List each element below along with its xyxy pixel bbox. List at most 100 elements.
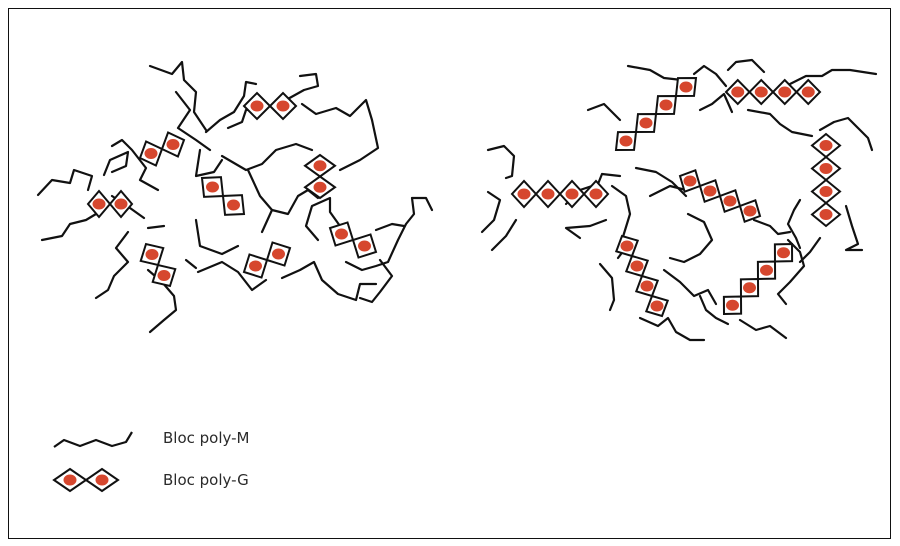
calcium-dot xyxy=(679,81,693,93)
poly-m-chain xyxy=(374,222,406,232)
poly-m-chain xyxy=(776,238,806,306)
calcium-dot xyxy=(639,117,653,129)
calcium-dot xyxy=(589,188,603,200)
poly-m-chain xyxy=(844,204,864,252)
calcium-dot xyxy=(249,260,262,272)
poly-m-chain xyxy=(300,98,380,172)
poly-g-block xyxy=(139,242,177,288)
poly-m-chain xyxy=(638,316,706,342)
calcium-dot xyxy=(640,280,654,292)
calcium-dot xyxy=(144,148,158,159)
calcium-dot xyxy=(801,86,815,98)
poly-g-block xyxy=(303,153,337,200)
calcium-dot xyxy=(743,282,756,294)
poly-m-chain xyxy=(598,262,616,312)
poly-m-chain xyxy=(358,258,394,304)
poly-m-chain xyxy=(480,190,502,234)
calcium-dot xyxy=(63,474,77,486)
poly-g-blocks xyxy=(86,76,842,318)
calcium-dot xyxy=(619,135,633,147)
poly-g-block xyxy=(810,132,842,228)
poly-g-block xyxy=(200,176,246,216)
poly-m-chain xyxy=(220,142,314,172)
calcium-dot xyxy=(272,248,285,260)
calcium-dot xyxy=(650,300,664,312)
calcium-dot xyxy=(565,188,579,200)
poly-m-chain xyxy=(174,90,212,152)
poly-m-chain xyxy=(648,184,688,198)
calcium-dot xyxy=(819,163,833,174)
poly-m-chain xyxy=(94,230,130,300)
calcium-dot xyxy=(358,240,371,252)
calcium-dot xyxy=(726,299,739,311)
poly-m-chain xyxy=(610,184,632,242)
poly-m-chain xyxy=(746,108,814,138)
calcium-dot xyxy=(777,247,790,259)
calcium-dot xyxy=(819,209,833,220)
poly-m-chain xyxy=(110,138,160,192)
poly-g-block xyxy=(724,78,822,106)
calcium-dot xyxy=(517,188,531,200)
poly-m-chain xyxy=(194,148,224,178)
poly-m-chain xyxy=(752,218,792,236)
poly-m-chain xyxy=(798,236,822,264)
calcium-dot xyxy=(731,86,745,98)
poly-m-chain xyxy=(490,218,518,252)
calcium-dot xyxy=(778,86,792,98)
calcium-dot xyxy=(541,188,555,200)
calcium-dot xyxy=(313,160,327,172)
poly-m-chain xyxy=(586,102,622,122)
poly-g-block xyxy=(614,76,698,152)
poly-g-block xyxy=(510,179,610,209)
calcium-dot xyxy=(819,140,833,151)
legend-m-chain-icon xyxy=(53,431,133,448)
calcium-dot xyxy=(250,100,264,112)
legend-g-label: Bloc poly-G xyxy=(163,471,249,489)
poly-g-block xyxy=(242,241,292,279)
calcium-dot xyxy=(95,474,109,486)
poly-m-chain xyxy=(564,218,608,240)
poly-g-block xyxy=(86,189,134,219)
poly-m-chain xyxy=(786,198,802,250)
poly-g-block xyxy=(138,131,186,167)
calcium-dot xyxy=(620,240,634,252)
poly-m-chain xyxy=(40,212,98,242)
poly-m-chain xyxy=(194,218,240,256)
poly-m-chain xyxy=(204,80,258,134)
calcium-dot xyxy=(760,264,773,276)
poly-g-block xyxy=(678,168,762,224)
poly-m-chain xyxy=(486,144,516,180)
calcium-dot xyxy=(313,181,327,193)
poly-m-chain xyxy=(184,258,198,270)
calcium-dot xyxy=(723,195,737,207)
calcium-dot xyxy=(166,139,180,150)
poly-g-block xyxy=(242,91,298,121)
legend-shapes xyxy=(52,431,133,493)
poly-m-chain xyxy=(148,60,208,132)
poly-m-chain xyxy=(692,64,728,88)
poly-m-chain xyxy=(668,212,714,264)
poly-m-chain xyxy=(698,92,734,114)
poly-m-chain xyxy=(698,294,730,326)
poly-m-chain xyxy=(304,196,342,242)
calcium-dot xyxy=(819,186,833,197)
poly-m-chain xyxy=(726,58,766,74)
poly-m-chain xyxy=(626,64,684,82)
poly-m-chain xyxy=(818,116,874,152)
poly-g-block xyxy=(328,221,378,259)
calcium-dot xyxy=(92,198,106,210)
poly-m-chain xyxy=(284,72,320,102)
calcium-dot xyxy=(630,260,644,272)
calcium-dot xyxy=(703,185,717,197)
poly-m-chain xyxy=(788,68,878,86)
poly-m-chain xyxy=(344,196,434,272)
calcium-dot xyxy=(227,199,240,211)
calcium-dot xyxy=(743,205,757,217)
poly-m-chain xyxy=(102,150,130,177)
poly-m-chain xyxy=(36,168,94,197)
poly-m-chain xyxy=(280,260,378,302)
calcium-dot xyxy=(754,86,768,98)
calcium-dot xyxy=(659,99,673,111)
poly-m-chain xyxy=(146,224,166,230)
